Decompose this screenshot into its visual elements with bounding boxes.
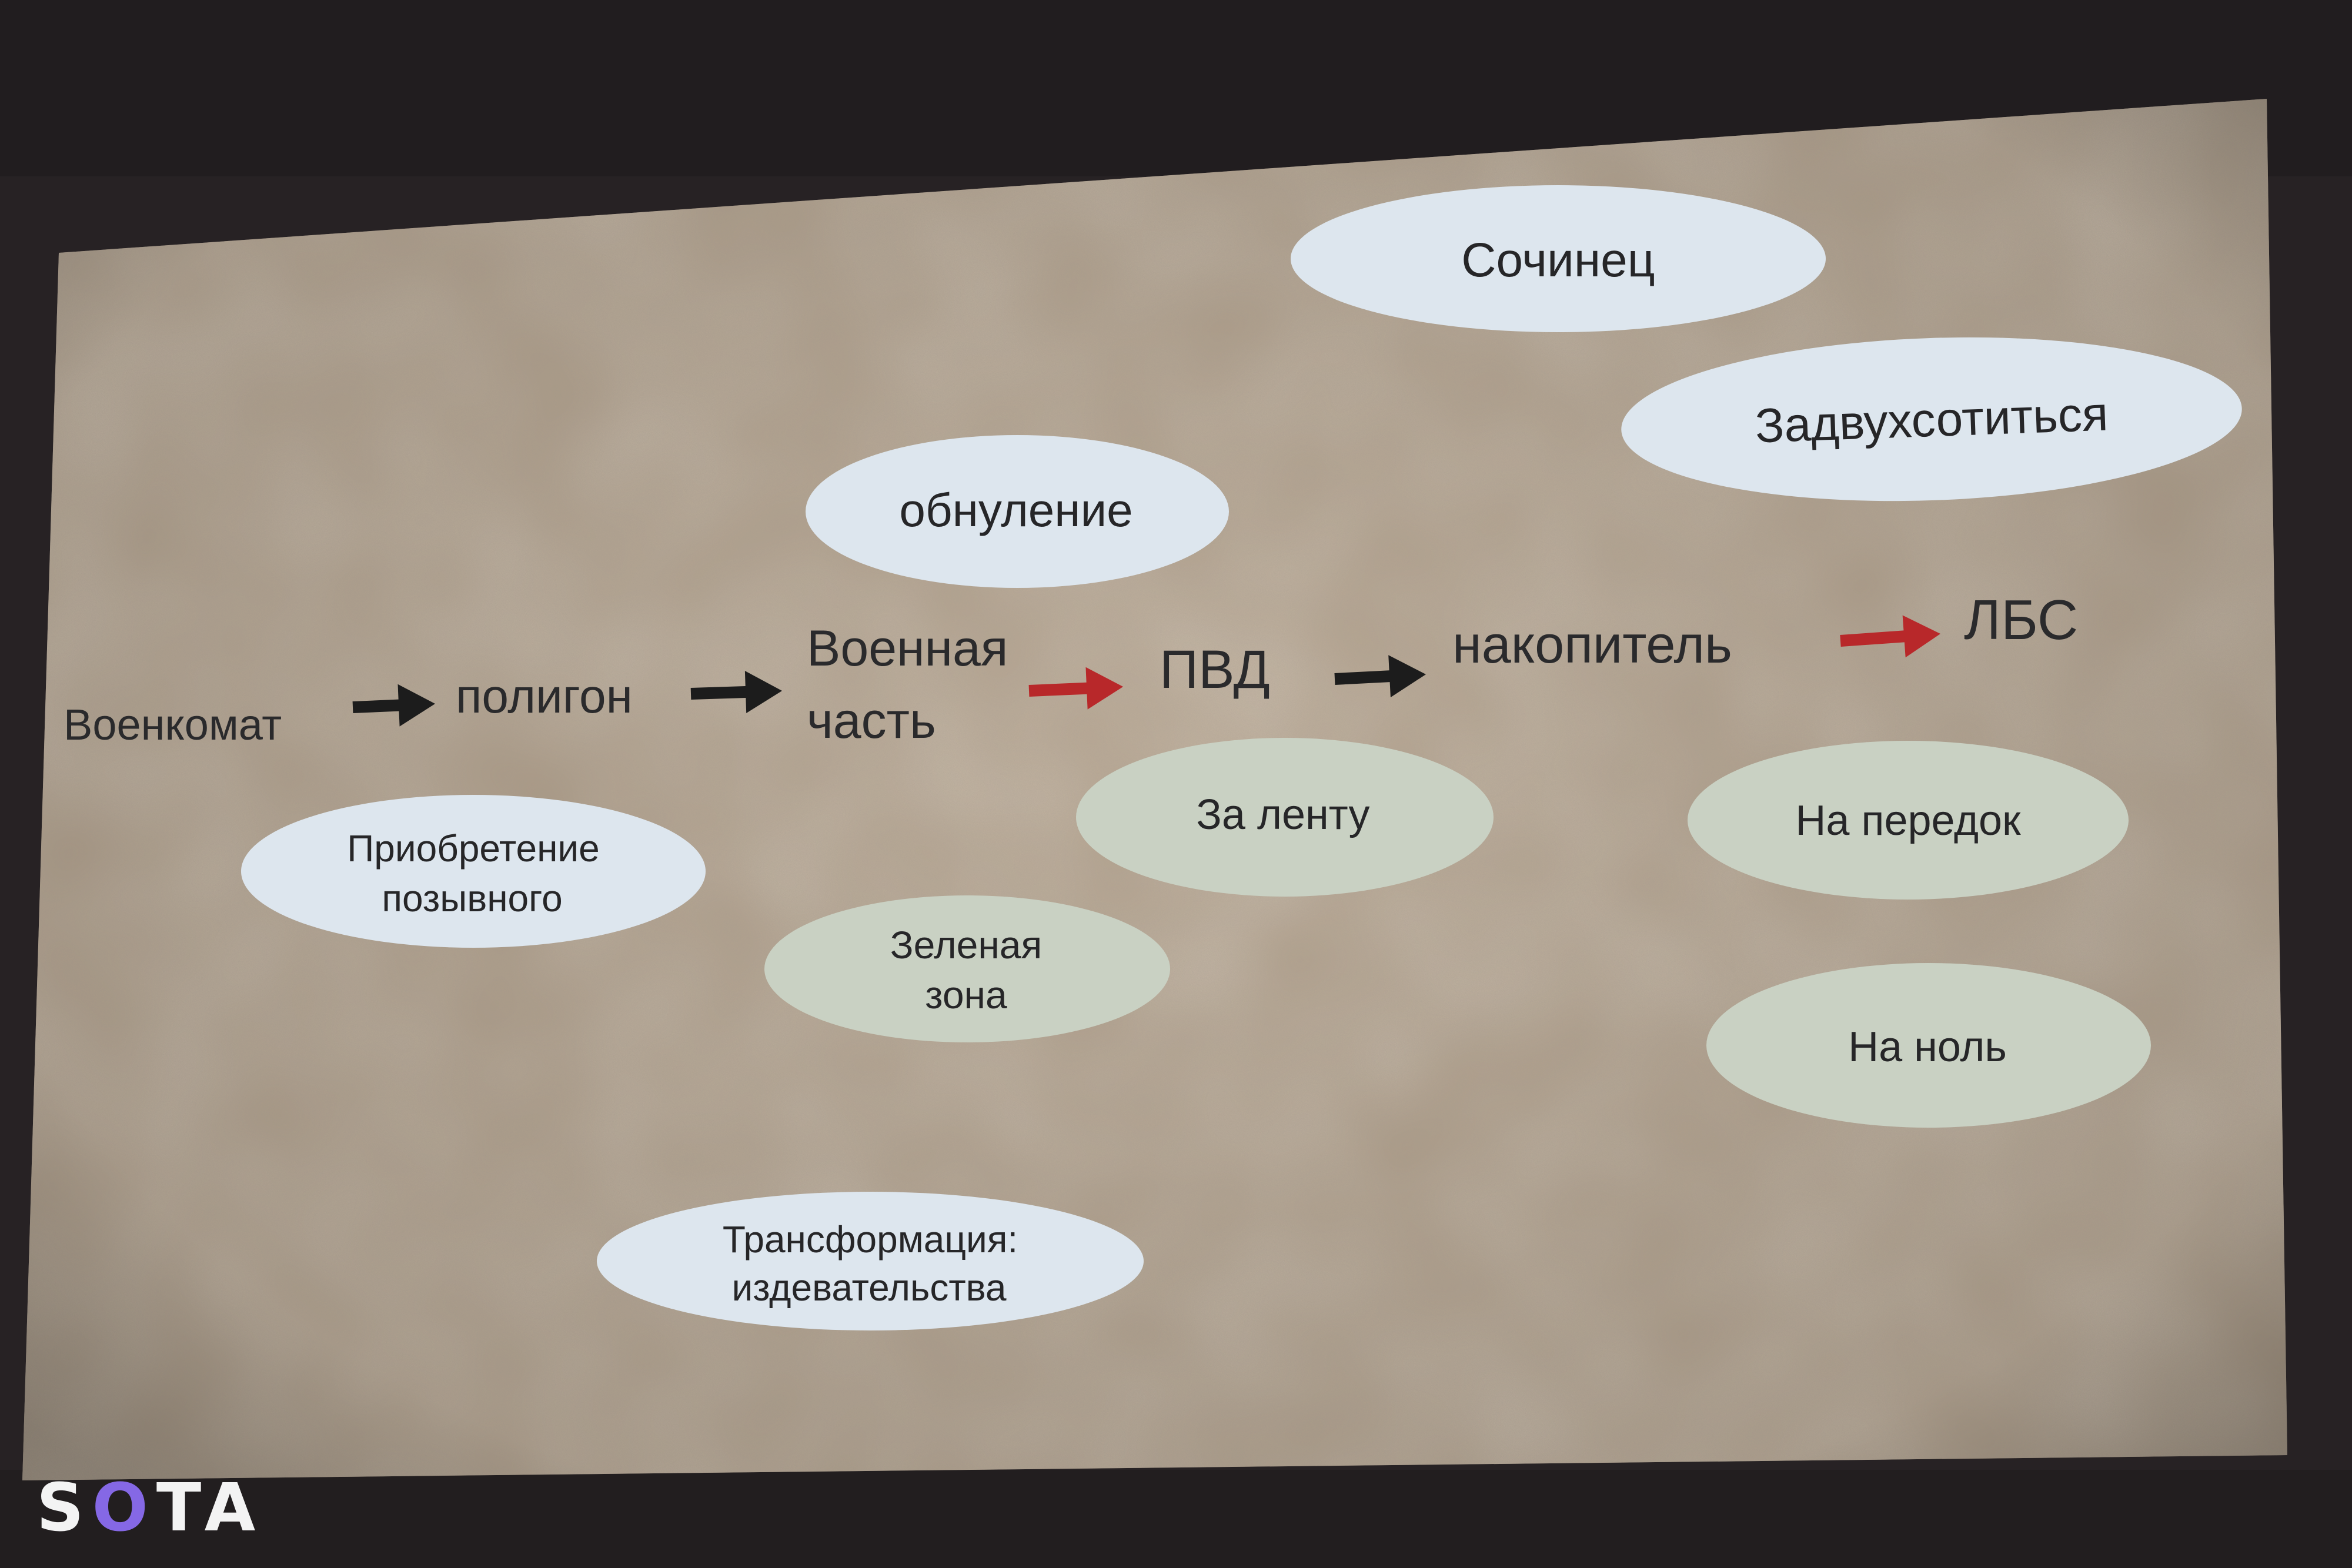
bubble-sochinets-text: Сочинец <box>1461 233 1655 287</box>
bubble-obnulenie-text: обнуление <box>899 484 1132 536</box>
watermark-hex-o: O <box>92 1470 156 1546</box>
bubble-zadvukhototsya-text: Задвухсотиться <box>1754 387 2109 453</box>
sota-watermark: SOTA <box>36 1470 263 1546</box>
flow-lbs: ЛБС <box>1964 589 2078 651</box>
bubble-na-peredok <box>1688 741 2129 900</box>
watermark-suffix: TA <box>156 1470 264 1546</box>
bubble-transformatsiya-line2: издевательства <box>731 1266 1006 1309</box>
flow-voenkomat: Военкомат <box>64 700 282 749</box>
bubble-obnulenie <box>806 435 1229 588</box>
bubble-na-nol <box>1706 963 2151 1128</box>
bubble-transformatsiya <box>597 1192 1144 1330</box>
bubble-transformatsiya-line1: Трансформация: <box>723 1218 1018 1261</box>
bubble-zelenaya-zona <box>764 895 1170 1042</box>
bubble-na-peredok-text: На передок <box>1795 797 2021 844</box>
flow-poligon: полигон <box>456 670 633 723</box>
flow-nakopitel: накопитель <box>1452 616 1732 674</box>
flow-pvd: ПВД <box>1160 640 1270 700</box>
bubble-zelenaya-line2: зона <box>925 973 1007 1017</box>
bubble-priobretenie-line2: позывного <box>382 877 562 920</box>
bubble-za-lentu <box>1076 738 1494 897</box>
flow-arrow-3 <box>1028 667 1123 710</box>
bubble-priobretenie <box>241 795 706 948</box>
bubble-sochinets <box>1291 185 1826 332</box>
bubble-na-nol-text: На ноль <box>1848 1024 2007 1071</box>
flow-voennaya-line2: часть <box>807 693 936 749</box>
flow-arrow-5 <box>1840 615 1940 658</box>
flow-voennaya-line1: Военная <box>807 620 1008 677</box>
flow-arrow-1 <box>352 684 435 727</box>
bubble-zadvukhototsya <box>1621 337 2242 502</box>
flow-arrow-2 <box>690 671 782 713</box>
bubble-priobretenie-line1: Приобретение <box>347 827 600 870</box>
watermark-prefix: S <box>36 1470 92 1546</box>
flow-arrows <box>352 615 1940 727</box>
flow-arrow-4 <box>1334 655 1426 698</box>
bubble-za-lentu-text: За ленту <box>1196 791 1369 838</box>
bubble-zelenaya-line1: Зеленая <box>890 923 1043 967</box>
